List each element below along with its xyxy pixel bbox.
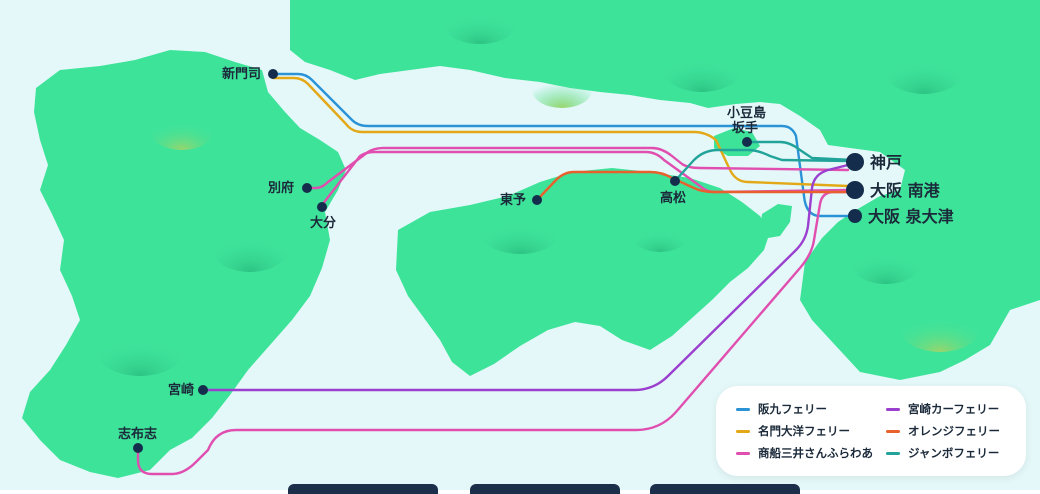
label-sakate: 坂手	[732, 120, 758, 136]
hill-decorations	[96, 0, 980, 376]
port-dot-miyazaki[interactable]	[198, 385, 208, 395]
label-kobe: 神戸	[870, 153, 902, 172]
port-dot-osaka-nanko[interactable]	[846, 181, 864, 199]
port-dot-beppu[interactable]	[302, 183, 312, 193]
legend-label: ジャンボフェリー	[908, 446, 1000, 460]
label-takamatsu: 高松	[660, 190, 686, 206]
label-oita: 大分	[310, 215, 336, 231]
legend-label: 阪九フェリー	[758, 402, 827, 416]
legend-label: 商船三井さんふらわあ	[758, 446, 873, 460]
label-shinmoji: 新門司	[222, 66, 261, 82]
legend-item-meimon: 名門大洋フェリー	[736, 422, 886, 440]
port-dot-kobe[interactable]	[846, 153, 864, 171]
label-osaka-nanko: 大阪 南港	[870, 181, 941, 200]
route-jumbo-sakate[interactable]	[745, 140, 854, 162]
port-dot-osaka-izumiotsu[interactable]	[848, 209, 862, 223]
label-toyo: 東予	[500, 192, 526, 208]
label-shibushi: 志布志	[118, 426, 157, 442]
label-miyazaki: 宮崎	[168, 382, 194, 398]
legend-item-jumbo: ジャンボフェリー	[886, 444, 1016, 462]
legend-label: オレンジフェリー	[908, 424, 1000, 438]
legend-grid: 阪九フェリー 宮崎カーフェリー 名門大洋フェリー オレンジフェリー 商船三井さん…	[736, 400, 1008, 462]
legend-swatch	[886, 451, 900, 455]
port-dot-takamatsu[interactable]	[670, 176, 680, 186]
route-meimon[interactable]	[271, 76, 850, 188]
route-legend: 阪九フェリー 宮崎カーフェリー 名門大洋フェリー オレンジフェリー 商船三井さん…	[716, 386, 1026, 476]
legend-label: 名門大洋フェリー	[758, 424, 850, 438]
legend-item-miyazaki: 宮崎カーフェリー	[886, 400, 1016, 418]
label-shodoshima: 小豆島	[727, 105, 766, 121]
port-dot-toyo[interactable]	[532, 195, 542, 205]
label-beppu: 別府	[267, 180, 294, 196]
label-osaka-izumiotsu: 大阪 泉大津	[868, 207, 954, 226]
port-dot-oita[interactable]	[317, 202, 327, 212]
legend-swatch	[736, 451, 750, 455]
route-sunflower-beppu[interactable]	[305, 146, 850, 190]
route-hankyu[interactable]	[271, 72, 857, 218]
route-miyazaki[interactable]	[201, 162, 854, 392]
legend-swatch	[886, 429, 900, 433]
legend-swatch	[736, 407, 750, 411]
legend-item-orange: オレンジフェリー	[886, 422, 1016, 440]
legend-swatch	[886, 407, 900, 411]
port-dot-shinmoji[interactable]	[268, 69, 278, 79]
legend-item-sunflower: 商船三井さんふらわあ	[736, 444, 886, 462]
awaji-island	[760, 204, 792, 238]
port-dots	[133, 69, 864, 453]
route-sunflower-shibushi[interactable]	[136, 190, 850, 476]
legend-swatch	[736, 429, 750, 433]
route-orange[interactable]	[535, 170, 850, 202]
route-lines	[136, 72, 857, 476]
port-labels: 新門司 別府 大分 宮崎 志布志 東予 高松 小豆島 坂手 神戸 大阪 南港 大…	[118, 66, 954, 442]
port-dot-sakate[interactable]	[742, 137, 752, 147]
port-dot-shibushi[interactable]	[133, 443, 143, 453]
kyushu-landmass	[22, 50, 346, 478]
legend-label: 宮崎カーフェリー	[908, 402, 1000, 416]
bottom-tab[interactable]	[650, 484, 800, 494]
legend-item-hankyu: 阪九フェリー	[736, 400, 886, 418]
route-jumbo-takamatsu[interactable]	[673, 148, 854, 183]
honshu-landmass	[290, 0, 1040, 380]
bottom-tab[interactable]	[288, 484, 438, 494]
bottom-tab[interactable]	[470, 484, 620, 494]
